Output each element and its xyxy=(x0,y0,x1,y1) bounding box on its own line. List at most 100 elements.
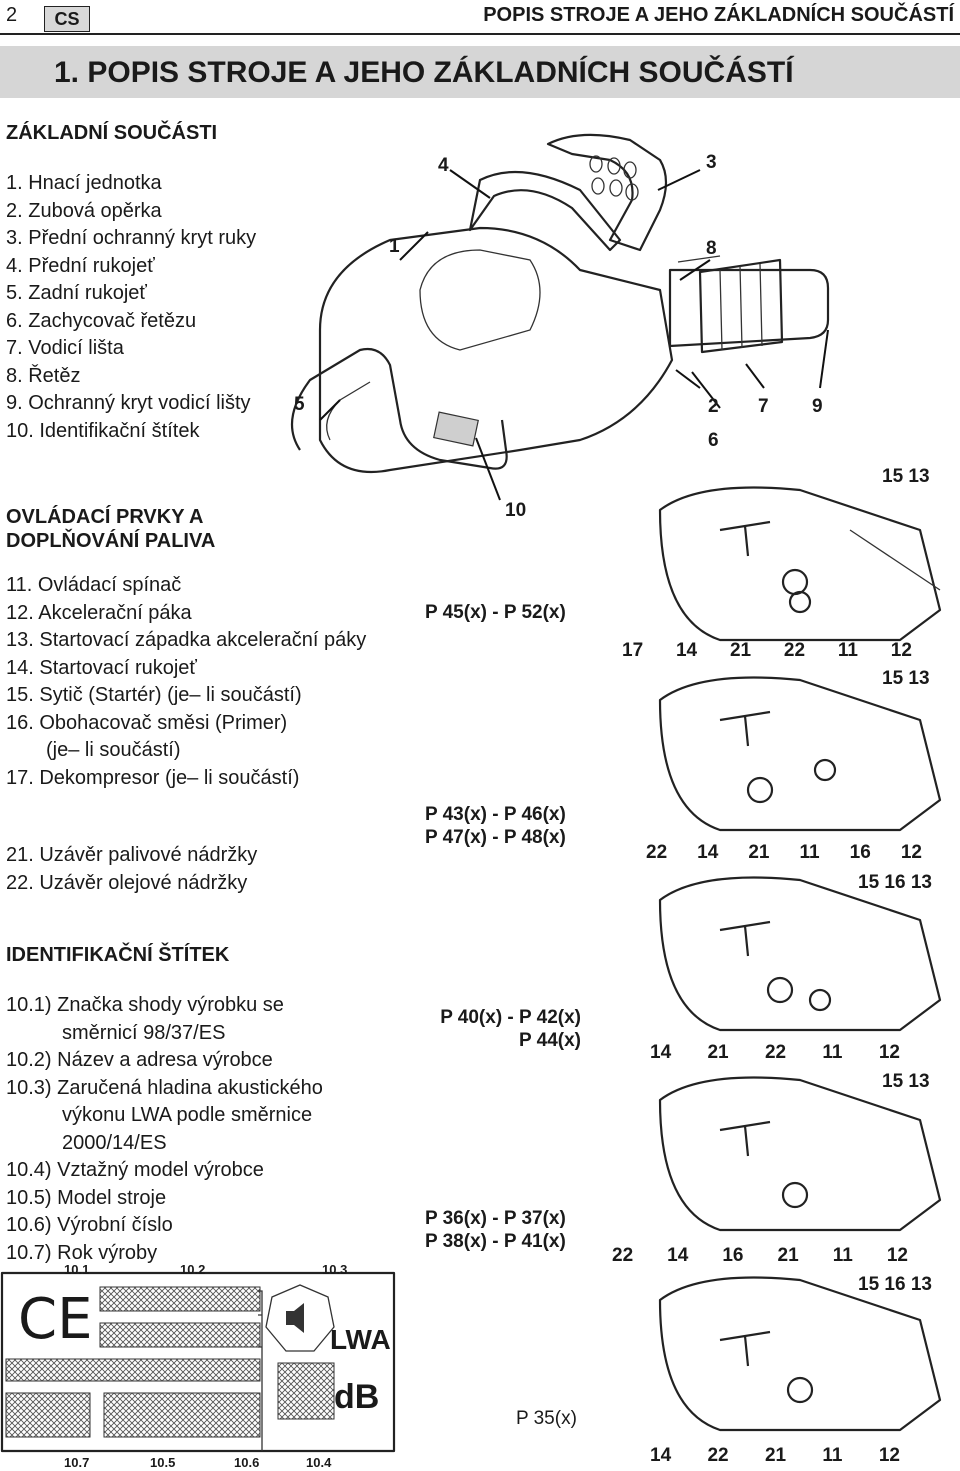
detail-outline xyxy=(658,1276,942,1432)
id-plate-on-saw xyxy=(433,411,479,447)
detail-callout-row: 14 22 21 11 12 xyxy=(650,1445,900,1467)
detail-callout: 21 xyxy=(707,1042,729,1063)
detail-outline xyxy=(658,876,942,1032)
detail-view-2 xyxy=(658,676,942,832)
detail-outline xyxy=(658,486,942,642)
leader-line xyxy=(399,231,429,261)
divider xyxy=(258,1290,263,1451)
model-label: P 36(x) - P 37(x) P 38(x) - P 41(x) xyxy=(425,1207,566,1253)
detail-callout: 21 xyxy=(764,1445,787,1466)
list-item: 2000/14/ES xyxy=(62,1131,167,1154)
detail-callout-top: 15 16 13 xyxy=(858,872,932,893)
model-label: P 40(x) - P 42(x) P 44(x) xyxy=(425,1006,581,1052)
detail-callout: 11 xyxy=(822,1042,843,1063)
plate-tag: 10.1 xyxy=(64,1262,90,1277)
list-item: 6. Zachycovač řetězu xyxy=(6,309,197,332)
list-item: 10. Identifikační štítek xyxy=(6,419,200,442)
list-item: 2. Zubová opěrka xyxy=(6,199,162,222)
detail-callout: 14 xyxy=(650,1445,672,1466)
detail-callout: 16 xyxy=(849,842,871,863)
plate-tag: 10.2 xyxy=(180,1262,206,1277)
detail-callout: 14 xyxy=(675,640,698,661)
model-label-line: P 47(x) - P 48(x) xyxy=(425,827,566,848)
detail-callout: 12 xyxy=(900,842,922,863)
list-item: 14. Startovací rukojeť xyxy=(6,656,197,679)
guard-hole xyxy=(589,155,603,173)
id-plate-figure xyxy=(0,1271,396,1453)
callout-7: 7 xyxy=(758,396,769,417)
detail-callout: 11 xyxy=(799,842,820,863)
starter-grip xyxy=(719,920,771,957)
detail-callout: 12 xyxy=(878,1445,900,1466)
fuel-cap xyxy=(786,1376,814,1404)
plate-tag: 10.6 xyxy=(234,1455,260,1470)
list-item: 12. Akcelerační páka xyxy=(6,601,192,624)
model-label-line: P 36(x) - P 37(x) xyxy=(425,1208,566,1229)
guard-hole xyxy=(623,161,637,179)
callout-10: 10 xyxy=(505,500,527,521)
detail-callout: 12 xyxy=(890,640,912,661)
detail-callout: 11 xyxy=(832,1245,853,1266)
speaker-icon xyxy=(286,1311,294,1325)
controls-heading-line: OVLÁDACÍ PRVKY A xyxy=(6,506,204,528)
fuel-cap xyxy=(781,1181,809,1209)
detail-illustrations xyxy=(658,486,942,1432)
detail-callout-row: 22 14 21 11 16 12 xyxy=(646,842,922,864)
detail-view-5 xyxy=(658,1276,942,1432)
hand-guard xyxy=(546,133,668,252)
controls-list: 11. Ovládací spínač 12. Akcelerační páka… xyxy=(6,572,366,792)
leader-line xyxy=(319,399,341,421)
detail-callout-row: 17 14 21 22 11 12 xyxy=(622,640,912,662)
trigger-area xyxy=(326,381,371,441)
detail-callout: 21 xyxy=(748,842,770,863)
detail-view-4 xyxy=(658,1076,942,1232)
list-item: 10.7) Rok výroby xyxy=(6,1241,158,1264)
leader-line xyxy=(475,437,501,501)
list-item: 10.1) Značka shody výrobku se xyxy=(6,994,284,1016)
callout-5: 5 xyxy=(294,394,305,415)
leader-line xyxy=(819,329,829,389)
detail-callout: 22 xyxy=(646,842,668,863)
controls-list-caps: 21. Uzávěr palivové nádržky 22. Uzávěr o… xyxy=(6,842,257,897)
detail-callout-row: 14 21 22 11 12 xyxy=(650,1042,900,1064)
list-item: 10.4) Vztažný model výrobce xyxy=(6,1159,264,1181)
plate-tag: 10.4 xyxy=(306,1455,332,1470)
front-handle xyxy=(468,170,622,252)
plate-outline xyxy=(0,1271,396,1453)
bar-guard-ribs xyxy=(719,263,763,351)
detail-callout: 14 xyxy=(697,842,719,863)
detail-callout-top: 15 13 xyxy=(882,668,930,689)
basic-parts-list: 1. Hnací jednotka 2. Zubová opěrka 3. Př… xyxy=(6,170,256,445)
engine-cover xyxy=(419,249,541,351)
list-item: 16. Obohacovač směsi (Primer) xyxy=(6,711,288,734)
chapter-title: 1. POPIS STROJE A JEHO ZÁKLADNÍCH SOUČÁS… xyxy=(54,56,794,89)
header-rule xyxy=(0,33,960,35)
starter-grip xyxy=(719,520,771,557)
primer-bulb xyxy=(813,758,837,782)
page-number: 2 xyxy=(6,4,18,26)
detail-outline xyxy=(658,676,942,832)
list-item: 10.2) Název a adresa výrobce xyxy=(6,1049,273,1071)
detail-callout: 16 xyxy=(722,1245,744,1266)
power-unit xyxy=(318,226,674,474)
hatch-field xyxy=(5,1358,261,1382)
speaker-icon xyxy=(294,1303,304,1333)
plate-tag: 10.7 xyxy=(64,1455,90,1470)
detail-callout-top: 15 13 xyxy=(882,1071,930,1092)
leader-line xyxy=(745,363,765,389)
hatch-field xyxy=(99,1322,261,1348)
list-item: 10.3) Zaručená hladina akustického xyxy=(6,1076,323,1099)
guard-hole xyxy=(625,183,639,201)
list-item: 10.5) Model stroje xyxy=(6,1186,167,1209)
callout-6: 6 xyxy=(708,430,719,451)
list-item: 13. Startovací západka akcelerační páky xyxy=(6,629,367,651)
model-label: P 45(x) - P 52(x) xyxy=(425,602,566,623)
guard-hole xyxy=(609,179,623,197)
callout-8: 8 xyxy=(706,238,717,259)
list-item: směrnicí 98/37/ES xyxy=(62,1021,226,1044)
id-plate-list: 10.1) Značka shody výrobku se směrnicí 9… xyxy=(6,992,323,1267)
list-item: 17. Dekompresor (je– li součástí) xyxy=(6,766,300,789)
starter-grip xyxy=(719,710,771,747)
fuel-cap xyxy=(781,568,809,596)
hatch-field xyxy=(5,1392,91,1438)
